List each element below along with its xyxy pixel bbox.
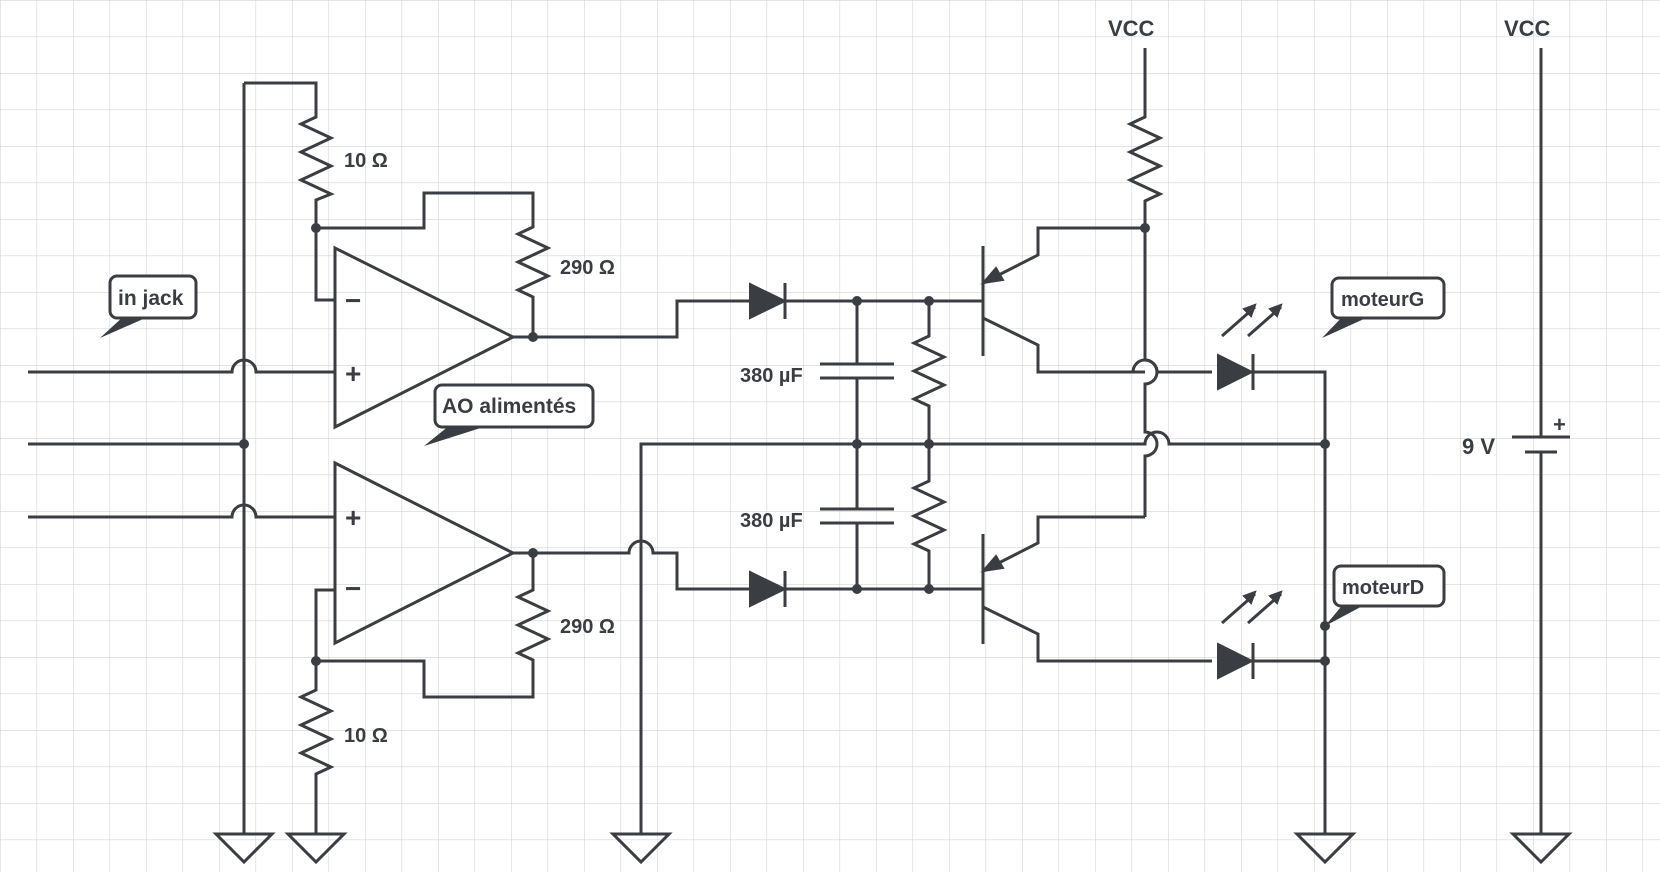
vcc-left-label: VCC xyxy=(1108,16,1155,41)
capacitor-top: 380 µF xyxy=(740,301,894,444)
callout-ao-text: AO alimentés xyxy=(442,395,576,418)
transistor-top xyxy=(980,226,1145,374)
resistor-290-bottom-label: 290 Ω xyxy=(560,616,615,638)
resistor-shunt-bottom xyxy=(910,444,948,589)
capacitor-top-label: 380 µF xyxy=(740,365,803,387)
callout-in-jack: in jack xyxy=(100,274,198,338)
junction-dots xyxy=(239,223,1330,666)
led-bottom xyxy=(1217,590,1325,680)
opamp-bottom: + − xyxy=(333,460,517,646)
battery-9v: + 9 V VCC xyxy=(1462,16,1570,834)
resistor-10-bottom-label: 10 Ω xyxy=(344,725,388,747)
resistor-10-top-label: 10 Ω xyxy=(344,150,388,172)
opamp-bottom-plus: + xyxy=(345,502,361,533)
callout-ao: AO alimentés xyxy=(424,383,595,446)
callout-moteur-d-text: moteurD xyxy=(1342,577,1424,599)
resistor-10-top: 10 Ω xyxy=(297,108,388,302)
capacitor-bottom-label: 380 µF xyxy=(740,510,803,532)
resistor-10-bottom: 10 Ω xyxy=(297,588,388,834)
opamp-bottom-output-wire xyxy=(513,539,750,591)
battery-plus: + xyxy=(1553,412,1566,437)
opamp-top-plus: + xyxy=(345,358,361,389)
capacitor-bottom: 380 µF xyxy=(740,444,894,589)
middle-ground-wire xyxy=(639,430,1325,834)
callout-moteur-g: moteurG xyxy=(1322,276,1446,338)
diode-top xyxy=(749,282,983,320)
opamp-top: − + xyxy=(333,245,517,430)
resistor-290-top-label: 290 Ω xyxy=(560,257,615,279)
opamp-bottom-minus: − xyxy=(345,573,361,604)
resistor-shunt-top xyxy=(910,301,948,444)
led-top xyxy=(1038,303,1327,834)
resistor-290-top: 290 Ω xyxy=(316,191,615,337)
opamp-top-output-wire xyxy=(513,299,750,339)
ground-bus-left xyxy=(242,81,318,834)
ground-symbols xyxy=(212,832,1573,865)
resistor-290-bottom: 290 Ω xyxy=(316,553,615,699)
battery-label: 9 V xyxy=(1462,434,1495,459)
diode-bottom xyxy=(749,570,983,608)
callout-in-jack-text: in jack xyxy=(118,287,184,310)
opamp-top-minus: − xyxy=(345,285,361,316)
callout-moteur-g-text: moteurG xyxy=(1341,289,1424,311)
transistor-bottom xyxy=(980,515,1212,663)
vcc-right-label: VCC xyxy=(1504,16,1551,41)
callout-moteur-d: moteurD xyxy=(1325,564,1446,626)
